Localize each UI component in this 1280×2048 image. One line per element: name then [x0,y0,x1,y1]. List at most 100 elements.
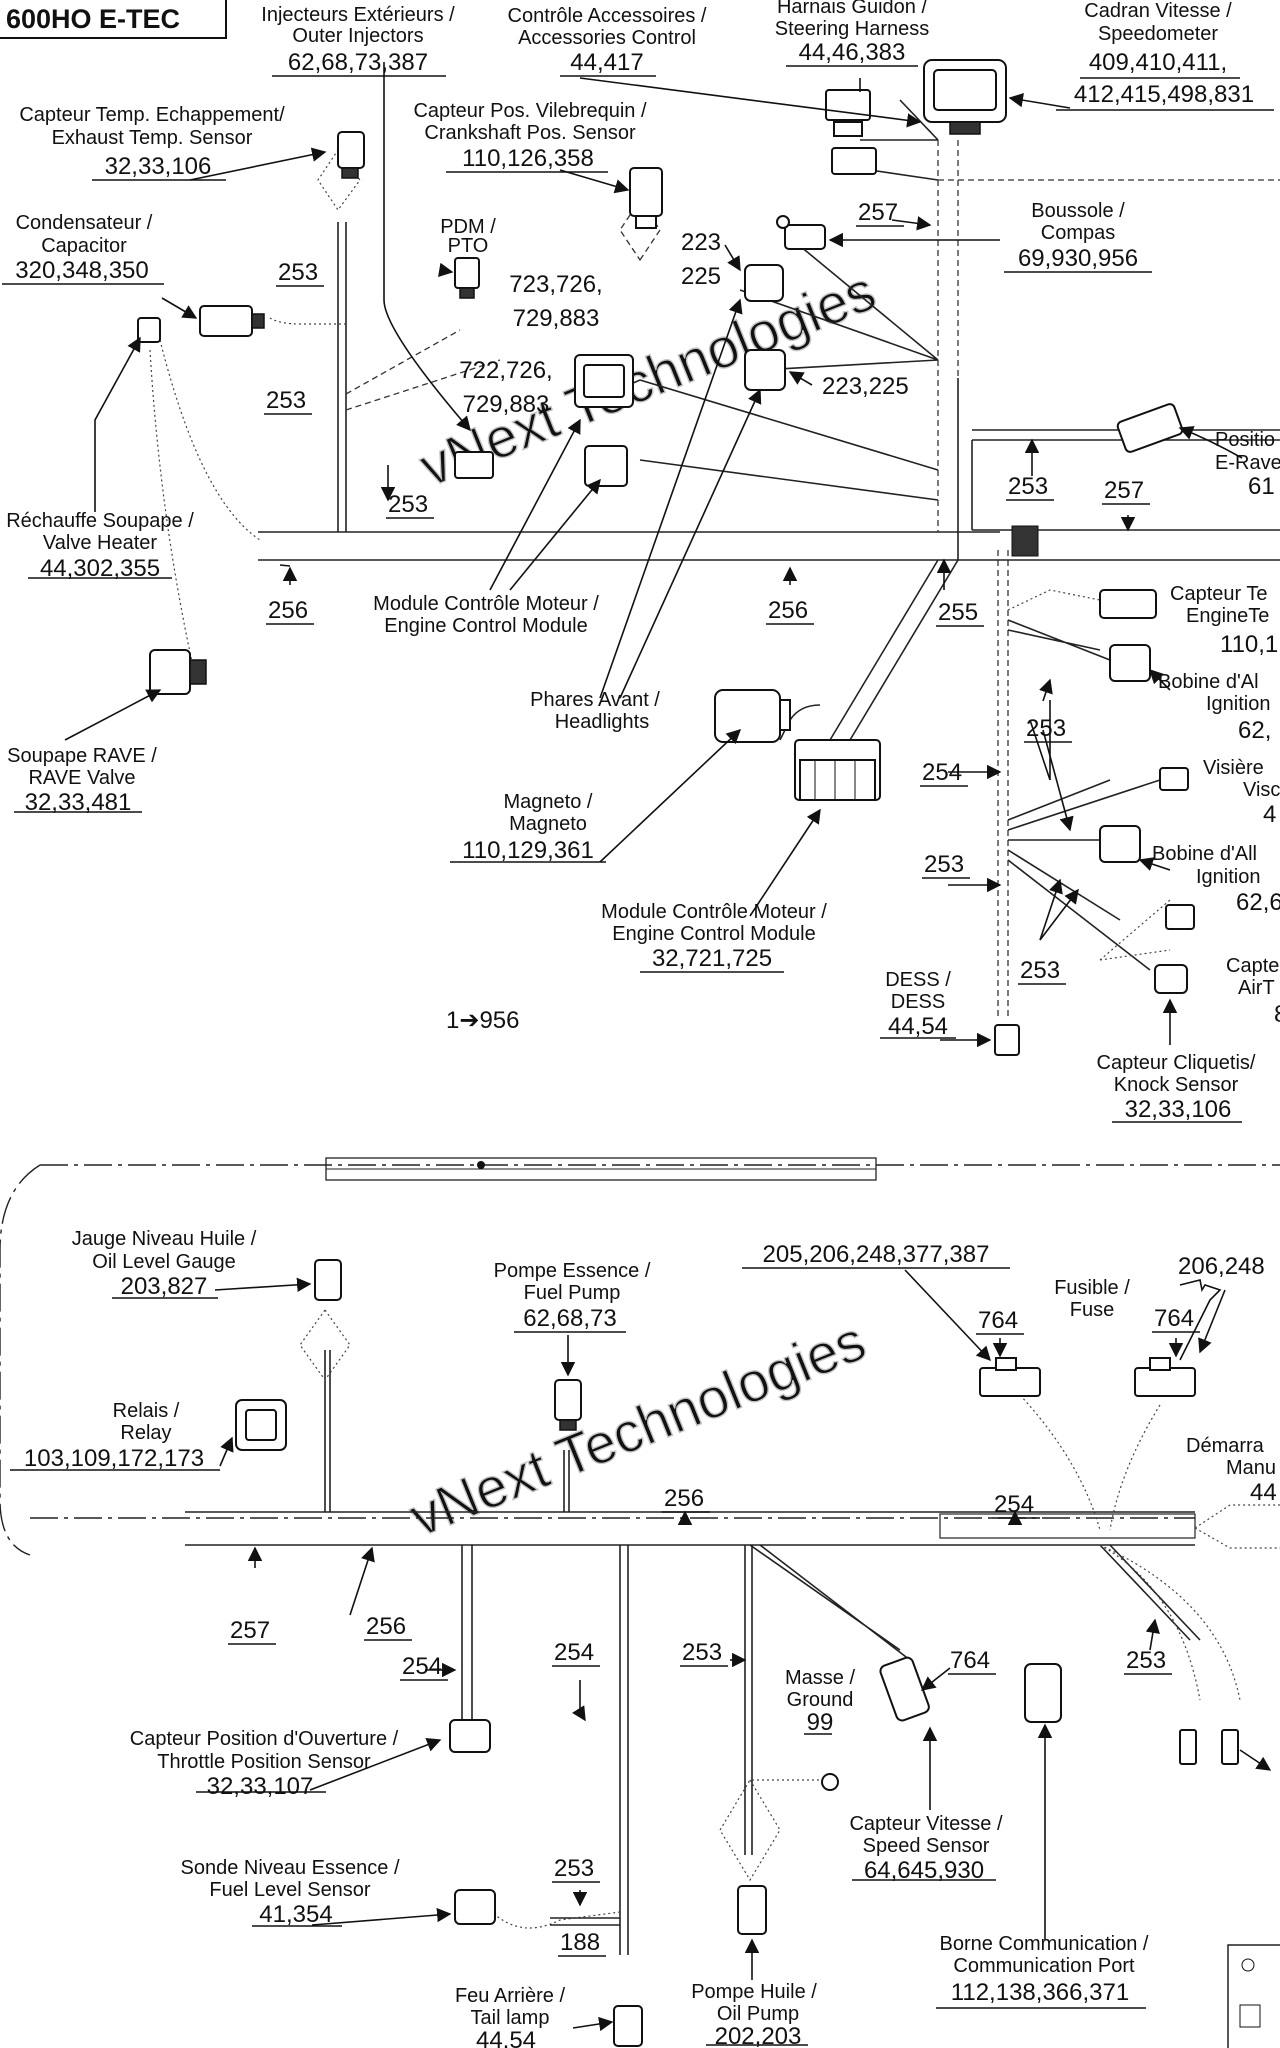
callout-rave-valve: Soupape RAVE / RAVE Valve 32,33,481 [7,745,157,816]
svg-text:69,930,956: 69,930,956 [1018,245,1138,272]
air-temp-connector-icon [1165,904,1195,930]
fuel-pump-connector-icon [554,1379,582,1431]
svg-text:729,883: 729,883 [513,305,600,332]
svg-text:Capteur Cliquetis/: Capteur Cliquetis/ [1097,1052,1256,1074]
svg-text:Exhaust Temp. Sensor: Exhaust Temp. Sensor [52,127,253,149]
svg-text:Fusible /: Fusible / [1054,1277,1130,1299]
fuel-level-connector-icon [454,1889,496,1925]
svg-text:722,726,: 722,726, [459,357,552,384]
svg-text:32,33,107: 32,33,107 [207,1773,314,1800]
svg-text:253: 253 [554,1855,594,1882]
svg-text:254: 254 [994,1491,1034,1518]
svg-text:253: 253 [924,851,964,878]
callout-ecm-main: Module Contrôle Moteur / Engine Control … [601,901,827,972]
svg-text:AirT: AirT [1238,977,1275,999]
svg-text:PTO: PTO [448,235,489,257]
fuse-b-connector-icon [1134,1357,1196,1397]
svg-text:257: 257 [858,199,898,226]
svg-text:Contrôle Accessoires /: Contrôle Accessoires / [508,5,707,27]
callout-ground: Masse / Ground 99 [785,1667,855,1736]
svg-text:Démarra: Démarra [1186,1435,1265,1457]
steering-harness-connector-icon [825,89,871,137]
svg-text:4: 4 [1263,801,1276,828]
svg-text:Pompe Essence /: Pompe Essence / [494,1260,651,1282]
svg-text:Harnais Guidon /: Harnais Guidon / [777,0,928,18]
svg-text:Jauge Niveau Huile /: Jauge Niveau Huile / [72,1228,257,1250]
callout-oil-pump: Pompe Huile / Oil Pump 202,203 [691,1981,817,2048]
figure-ref: 1➔956 [446,1007,520,1034]
svg-text:Headlights: Headlights [555,711,650,733]
callout-fuse-refs-b: 206,248 [1178,1253,1265,1280]
svg-text:Pompe Huile /: Pompe Huile / [691,1981,817,2003]
ref-underlines [2,65,1274,2046]
svg-text:223: 223 [681,229,721,256]
callout-pdm: PDM / PTO [440,216,496,257]
svg-text:256: 256 [664,1485,704,1512]
svg-text:Sonde Niveau Essence /: Sonde Niveau Essence / [180,1857,399,1879]
svg-text:Steering Harness: Steering Harness [775,18,930,40]
crankshaft-connector-icon [629,167,663,229]
svg-text:253: 253 [1026,715,1066,742]
svg-text:Compas: Compas [1041,222,1115,244]
callout-air-temp: Capte AirT 8 [1226,955,1280,1028]
callout-steering-harness: Harnais Guidon / Steering Harness 44,46,… [775,0,930,66]
svg-text:Module Contrôle Moteur /: Module Contrôle Moteur / [373,593,599,615]
svg-text:32,33,481: 32,33,481 [25,789,132,816]
pdm-connector-icon [454,257,480,299]
leader-lines [64,62,1272,2032]
svg-text:44,302,355: 44,302,355 [40,555,160,582]
svg-text:253: 253 [266,387,306,414]
svg-text:253: 253 [278,259,318,286]
position-erave-connector-icon [1116,403,1184,453]
svg-text:412,415,498,831: 412,415,498,831 [1074,81,1254,108]
svg-text:DESS /: DESS / [885,969,951,991]
ecm-connector-c-icon [454,451,494,479]
loose-terminals-icon [1179,1729,1239,1765]
callout-ignition-coil-1: Bobine d'Al Ignition 62, [1158,671,1271,744]
callout-knock: Capteur Cliquetis/ Knock Sensor 32,33,10… [1097,1052,1256,1123]
ecm-connector-a-icon [574,354,634,408]
callout-ecm-pair-2: 722,726, 729,883 [459,357,552,418]
callout-headlights: Phares Avant / Headlights [530,689,660,733]
callout-speedometer: Cadran Vitesse / Speedometer 409,410,411… [1074,0,1254,108]
svg-text:EngineTe: EngineTe [1186,605,1269,627]
svg-text:62,68,73,387: 62,68,73,387 [288,49,428,76]
svg-text:257: 257 [230,1617,270,1644]
section-divider [0,1157,1280,1556]
svg-text:Magneto: Magneto [509,813,587,835]
svg-text:Engine Control Module: Engine Control Module [384,615,587,637]
svg-text:32,721,725: 32,721,725 [652,945,772,972]
svg-text:Throttle Position Sensor: Throttle Position Sensor [157,1751,371,1773]
svg-text:Soupape RAVE /: Soupape RAVE / [7,745,157,767]
callout-speed-sensor: Capteur Vitesse / Speed Sensor 64,645,93… [849,1813,1002,1884]
ignition-coil-1-connector-icon [1109,644,1151,682]
svg-text:729,883: 729,883 [463,391,550,418]
svg-text:203,827: 203,827 [121,1273,208,1300]
svg-text:8: 8 [1274,1001,1280,1028]
callout-crankshaft: Capteur Pos. Vilebrequin / Crankshaft Po… [413,100,647,172]
title-box: 600HO E-TEC [0,0,227,39]
svg-text:253: 253 [388,491,428,518]
svg-text:Oil Level Gauge: Oil Level Gauge [92,1251,235,1273]
capacitor-connector-icon [199,305,265,337]
svg-text:Manu: Manu [1226,1457,1276,1479]
svg-text:Magneto /: Magneto / [504,791,593,813]
svg-text:62,68,73: 62,68,73 [523,1305,616,1332]
svg-text:110,1: 110,1 [1220,631,1278,658]
svg-text:253: 253 [682,1639,722,1666]
wire-labels: 257 253 253 253 253 257 256 256 255 253 … [228,199,1200,1957]
svg-text:Valve Heater: Valve Heater [43,532,157,554]
magneto-connector-icon [714,689,791,743]
svg-text:PDM /: PDM / [440,216,496,238]
callout-relay: Relais / Relay 103,109,172,173 [24,1400,204,1472]
callout-accessories-control: Contrôle Accessoires / Accessories Contr… [508,5,707,76]
valve-heater-connector-icon [137,317,161,343]
svg-text:764: 764 [950,1647,990,1674]
svg-text:Fuel Level Sensor: Fuel Level Sensor [209,1879,371,1901]
svg-text:62,6: 62,6 [1236,889,1280,916]
dess-connector-icon [994,1024,1020,1056]
svg-text:41,354: 41,354 [259,1901,332,1928]
oil-pump-connector-icon [737,1885,767,1935]
callout-fuel-level: Sonde Niveau Essence / Fuel Level Sensor… [180,1857,399,1928]
svg-text:44: 44 [1250,1479,1277,1506]
